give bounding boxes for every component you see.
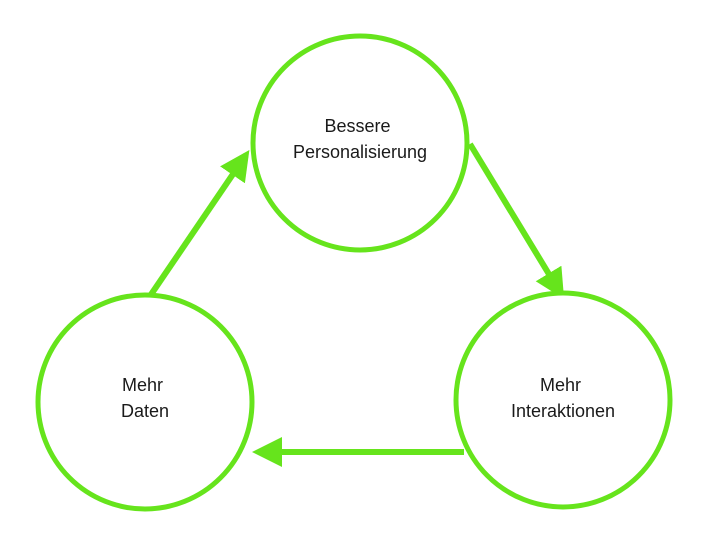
node-interaktionen: Mehr Interaktionen [453, 290, 673, 510]
svg-text:Bessere Personalisierung: Bessere Personalisierung [293, 116, 427, 162]
node-daten: Mehr Daten [35, 292, 255, 512]
arrow-daten-to-personalisierung [147, 150, 250, 298]
svg-text:Mehr Daten: Mehr Daten [121, 375, 169, 421]
node-label-line: Daten [121, 401, 169, 421]
node-circle [35, 292, 255, 512]
node-label-line: Interaktionen [511, 401, 615, 421]
arrow-personalisierung-to-interaktionen [467, 142, 565, 300]
svg-text:Mehr Interaktionen: Mehr Interaktionen [511, 375, 615, 421]
node-label-line: Mehr [540, 375, 581, 395]
node-label-line: Bessere [324, 116, 390, 136]
node-label-line: Mehr [122, 375, 163, 395]
node-circle [250, 33, 470, 253]
node-personalisierung: Bessere Personalisierung [250, 33, 470, 253]
node-label-line: Personalisierung [293, 142, 427, 162]
node-circle [453, 290, 673, 510]
